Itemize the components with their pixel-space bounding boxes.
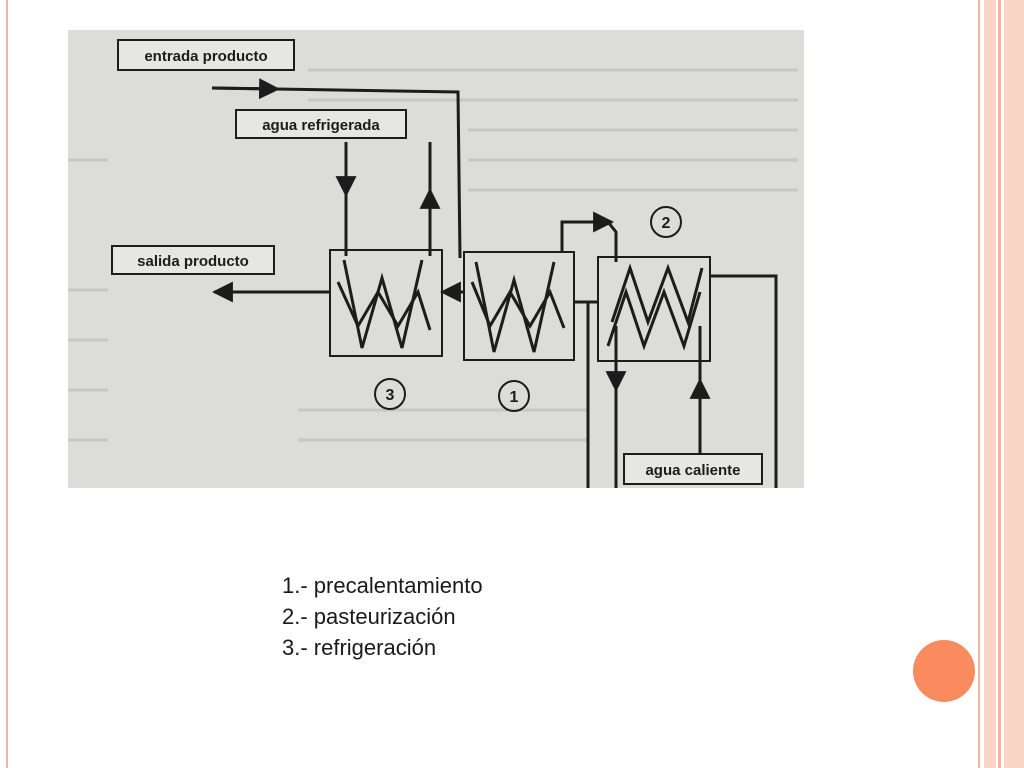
exchanger-2-box (597, 256, 711, 362)
legend-item-refrigeracion: 3.- refrigeración (282, 635, 437, 660)
flow-lines (211, 78, 778, 488)
product-inlet-line (211, 86, 462, 259)
background-text-lines (68, 68, 798, 442)
stage-numbers: 3 1 2 (374, 206, 682, 412)
agua-caliente-label: agua caliente (645, 462, 740, 479)
salida-producto-label: salida producto (137, 253, 249, 270)
transfer-1-to-2-line (560, 220, 608, 252)
diagram-photo: entrada producto agua refrigerada salida… (68, 30, 804, 488)
salida-producto-label-box (111, 245, 275, 275)
heat-exchanger-diagram: entrada producto agua refrigerada salida… (68, 39, 798, 488)
legend-item-pasteurizacion: 2.- pasteurización (282, 604, 456, 629)
coil-3-b (336, 281, 432, 331)
coil-1-b (470, 281, 566, 330)
hot-water-right-pipe (710, 274, 778, 488)
stage-2-number: 2 (662, 215, 671, 232)
legend-list: 1.- precalentamiento 2.- pasteurización … (282, 570, 483, 663)
entrada-producto-label-box (117, 39, 295, 71)
stage-1-circle (498, 380, 530, 412)
entrada-producto-label: entrada producto (144, 48, 267, 65)
stage-3-number: 3 (386, 387, 395, 404)
legend-item-precalentamiento: 1.- precalentamiento (282, 573, 483, 598)
right-decorative-stripes (978, 0, 1024, 768)
coil-2-b (606, 287, 702, 351)
stage-1-number: 1 (510, 389, 519, 406)
stage-2-circle (650, 206, 682, 238)
exchanger-3-box (329, 249, 443, 357)
transfer-1-to-2-drop (606, 221, 618, 262)
left-border-line (6, 0, 8, 768)
accent-circle (913, 640, 975, 702)
agua-refrigerada-label: agua refrigerada (262, 117, 380, 134)
coil-2-a (610, 263, 704, 328)
exchanger-coils (336, 259, 704, 353)
product-inlet-arrow (211, 78, 281, 100)
agua-refrigerada-label-box (235, 109, 407, 139)
exchanger-1-box (463, 251, 575, 361)
stage-3-circle (374, 378, 406, 410)
agua-caliente-label-box (623, 453, 763, 485)
